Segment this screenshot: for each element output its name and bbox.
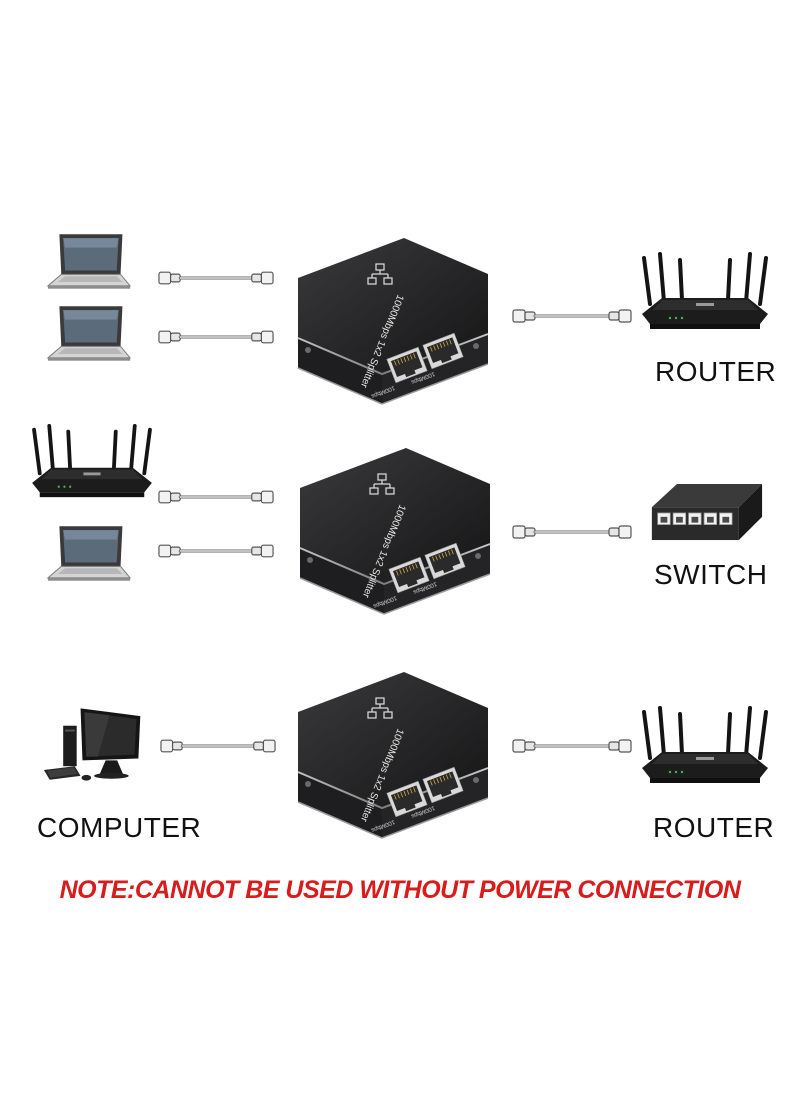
ethernet-cable-icon	[158, 325, 274, 349]
ethernet-cable-icon	[512, 304, 632, 328]
row3-right-label: ROUTER	[653, 812, 775, 843]
row2-right-label: SWITCH	[654, 559, 768, 590]
laptop-icon	[46, 524, 132, 582]
router-icon	[640, 706, 770, 786]
laptop-icon	[46, 304, 132, 362]
desktop-computer-icon	[42, 706, 148, 784]
ethernet-splitter-icon: 1000Mbps 1x2 Splitter 100Mbps 100Mbps	[296, 444, 496, 619]
ethernet-cable-icon	[512, 520, 632, 544]
ethernet-cable-icon	[512, 734, 632, 758]
ethernet-splitter-icon: 1000Mbps 1x2 Splitter 100Mbps 100Mbps	[294, 668, 494, 843]
ethernet-splitter-icon: 1000Mbps 1x2 Splitter 100Mbps 100Mbps	[294, 234, 494, 409]
network-switch-icon	[648, 478, 764, 546]
port-label-a: 100Mbps	[370, 818, 395, 832]
router-icon	[640, 252, 770, 332]
ethernet-cable-icon	[158, 485, 274, 509]
router-icon	[30, 424, 154, 500]
laptop-icon	[46, 232, 132, 290]
row3-left-label: COMPUTER	[37, 812, 202, 843]
row1-right-label: ROUTER	[655, 356, 777, 387]
port-label-a: 100Mbps	[370, 384, 395, 398]
power-warning-note: NOTE:CANNOT BE USED WITHOUT POWER CONNEC…	[59, 876, 741, 904]
ethernet-cable-icon	[158, 266, 274, 290]
ethernet-cable-icon	[158, 539, 274, 563]
port-label-a: 100Mbps	[372, 594, 397, 608]
ethernet-cable-icon	[160, 734, 276, 758]
